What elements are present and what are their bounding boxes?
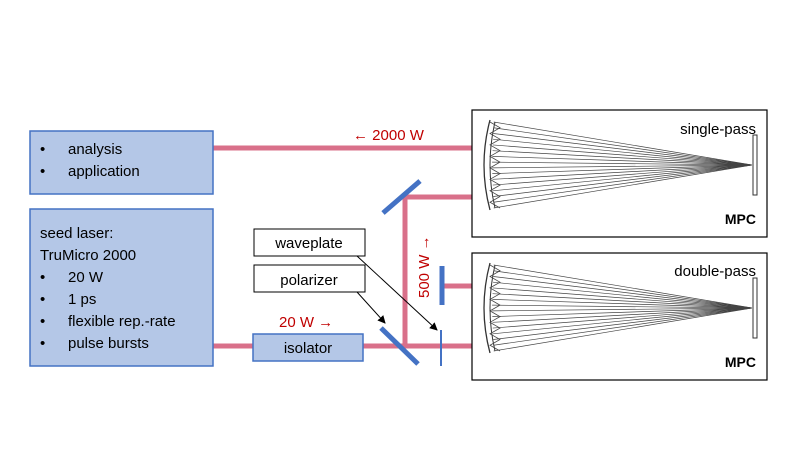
bullet-icon: • — [40, 163, 45, 180]
seed-spec-bursts: pulse bursts — [68, 335, 149, 352]
upper-mirror-icon — [381, 179, 422, 215]
seed-spec-reprate: flexible rep.-rate — [68, 313, 176, 330]
seed-laser-title: seed laser: — [40, 225, 113, 242]
seed-spec-power: 20 W — [68, 269, 104, 286]
double-pass-mpc: double-pass MPC — [471, 252, 768, 381]
seed-laser-model: TruMicro 2000 — [40, 247, 136, 264]
waveplate-pointer-arrow — [356, 255, 438, 331]
mpc-ray-fan — [483, 262, 758, 354]
polarizer-label: polarizer — [280, 272, 338, 289]
polarizer-pointer-arrow — [356, 291, 386, 324]
bullet-icon: • — [40, 291, 45, 308]
mpc-ray-fan — [483, 119, 758, 211]
beam-paths — [213, 145, 478, 349]
waveplate-label-box: waveplate — [253, 228, 366, 257]
seed-laser-box: seed laser: TruMicro 2000 • 20 W • 1 ps … — [29, 208, 214, 367]
double-pass-mpc-tag: MPC — [725, 354, 756, 370]
analysis-box: • analysis • application — [29, 130, 214, 195]
output-power-label: ← 2000 W — [353, 127, 425, 144]
application-label: application — [68, 163, 140, 180]
single-pass-label: single-pass — [680, 121, 756, 138]
analysis-label: analysis — [68, 141, 122, 158]
seed-spec-pulse: 1 ps — [68, 291, 96, 308]
isolator-box: isolator — [252, 333, 364, 362]
input-power-label: 20 W → — [279, 314, 333, 331]
bullet-icon: • — [40, 141, 45, 158]
bullet-icon: • — [40, 335, 45, 352]
polarizer-mirror-icon — [379, 326, 420, 366]
single-pass-mpc: single-pass MPC — [471, 109, 768, 238]
internal-power-label: 500 W → — [416, 235, 433, 298]
single-pass-mpc-tag: MPC — [725, 211, 756, 227]
bullet-icon: • — [40, 313, 45, 330]
polarizer-label-box: polarizer — [253, 264, 366, 293]
isolator-label: isolator — [284, 340, 332, 357]
bullet-icon: • — [40, 269, 45, 286]
waveplate-label: waveplate — [274, 235, 343, 252]
double-pass-label: double-pass — [674, 263, 756, 280]
